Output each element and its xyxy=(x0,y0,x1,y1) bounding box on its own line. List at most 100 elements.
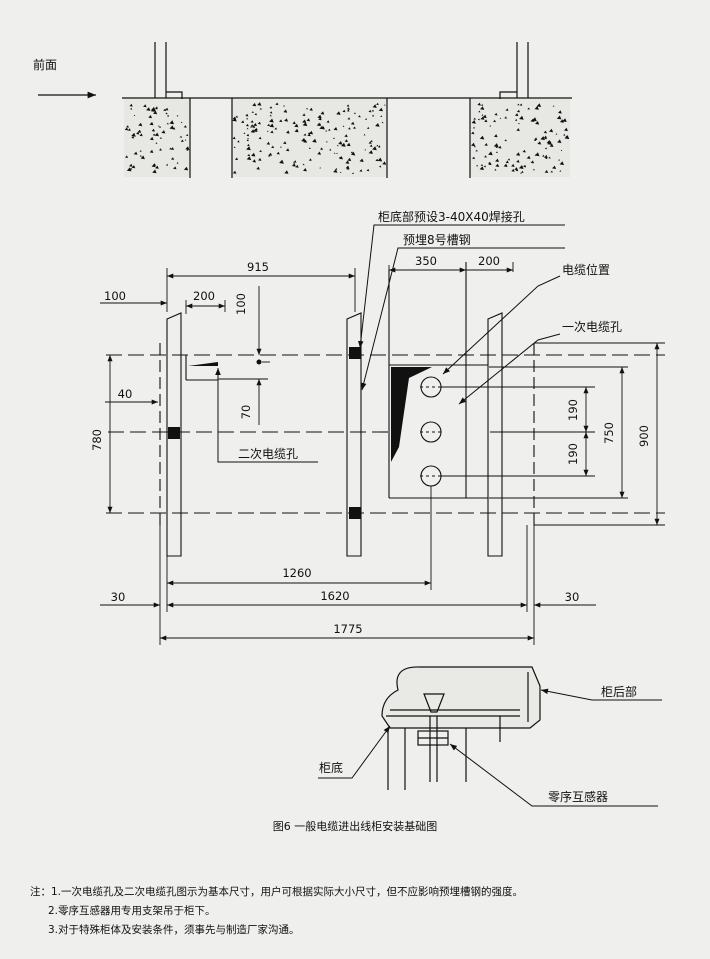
speckle xyxy=(294,123,299,128)
speckle xyxy=(480,106,485,110)
speckle xyxy=(186,149,189,151)
speckle xyxy=(336,152,338,155)
label-secondary-cable-hole: 二次电缆孔 xyxy=(238,447,298,461)
speckle xyxy=(514,113,519,117)
speckle xyxy=(269,114,272,117)
dim-750: 750 xyxy=(602,422,616,444)
speckle xyxy=(371,109,374,112)
speckle xyxy=(169,147,172,150)
speckle xyxy=(247,137,249,140)
speckle xyxy=(557,139,562,144)
speckle xyxy=(183,166,189,171)
speckle xyxy=(534,154,537,156)
speckle xyxy=(130,107,133,110)
speckle xyxy=(161,130,166,134)
speckle xyxy=(157,125,160,127)
channel-steel xyxy=(166,91,183,99)
speckle xyxy=(559,170,562,172)
secondary-hole-wedge xyxy=(188,362,218,366)
speckle xyxy=(358,115,361,118)
speckle xyxy=(138,122,143,127)
speckle xyxy=(154,107,158,110)
speckle xyxy=(514,118,518,121)
speckle xyxy=(251,111,254,113)
speckle xyxy=(347,117,351,120)
speckle xyxy=(540,136,545,141)
label-embedded-channel: 预埋8号槽钢 xyxy=(403,233,471,247)
speckle xyxy=(149,136,154,141)
speckle xyxy=(511,163,515,167)
notes-prefix: 注： xyxy=(30,886,51,898)
speckle xyxy=(253,123,257,127)
speckle xyxy=(318,123,321,126)
speckle xyxy=(483,165,486,168)
speckle xyxy=(536,103,542,107)
speckle xyxy=(316,122,321,127)
speckle xyxy=(339,171,342,174)
speckle xyxy=(146,107,151,111)
speckle xyxy=(246,117,248,120)
speckle xyxy=(246,139,249,142)
speckle xyxy=(484,143,488,146)
speckle xyxy=(543,135,547,139)
speckle xyxy=(516,109,520,113)
speckle xyxy=(235,158,238,160)
speckle xyxy=(471,142,476,147)
speckle xyxy=(173,166,177,170)
speckle xyxy=(504,139,507,142)
speckle xyxy=(377,145,381,148)
speckle xyxy=(163,108,167,112)
speckle xyxy=(546,140,551,144)
speckle xyxy=(133,114,136,117)
speckle xyxy=(534,106,539,110)
cabinet-rear-outline xyxy=(381,666,541,729)
speckle xyxy=(257,121,261,125)
speckle xyxy=(563,133,566,136)
speckle xyxy=(250,129,255,133)
dim-100: 100 xyxy=(104,289,126,303)
side-panel-right xyxy=(487,312,503,557)
label-cable-position: 电缆位置 xyxy=(562,262,610,277)
speckle xyxy=(295,164,299,168)
speckle xyxy=(305,107,308,110)
speckle xyxy=(327,128,331,131)
channel-steel xyxy=(499,91,517,99)
note-text: 1.一次电缆孔及二次电缆孔图示为基本尺寸，用户可根据实际大小尺寸，但不应影响预埋… xyxy=(51,886,524,898)
note-3: 3.对于特殊柜体及安装条件，须事先与制造厂家沟通。 xyxy=(30,921,700,940)
speckle xyxy=(548,156,551,159)
speckle xyxy=(284,118,289,122)
speckle xyxy=(254,113,257,116)
speckle xyxy=(247,154,250,157)
speckle xyxy=(345,160,350,164)
speckle xyxy=(333,127,338,131)
note-2: 2.零序互感器用专用支架吊于柜下。 xyxy=(30,902,700,921)
speckle xyxy=(125,155,128,158)
speckle xyxy=(344,139,348,143)
speckle xyxy=(380,115,383,118)
speckle xyxy=(269,106,273,109)
speckle xyxy=(303,139,308,143)
speckle xyxy=(243,132,246,134)
speckle xyxy=(471,131,475,135)
speckle xyxy=(383,104,386,106)
speckle xyxy=(359,169,363,172)
speckle xyxy=(126,125,129,128)
leader-cabinet-base xyxy=(318,725,391,779)
speckle xyxy=(366,126,370,129)
plan-view xyxy=(106,262,665,557)
speckle xyxy=(302,122,308,127)
speckle xyxy=(152,169,157,174)
speckle xyxy=(562,118,567,122)
speckle xyxy=(476,164,478,167)
leader-lines xyxy=(215,224,565,463)
speckle xyxy=(333,169,338,173)
speckle xyxy=(151,163,156,168)
dim-350: 350 xyxy=(415,254,437,268)
speckle xyxy=(335,168,338,170)
speckle xyxy=(252,125,256,128)
speckle xyxy=(493,119,496,123)
leader-weld-holes xyxy=(358,224,565,349)
speckle xyxy=(143,104,147,108)
speckle xyxy=(475,149,478,152)
speckle xyxy=(250,126,252,128)
